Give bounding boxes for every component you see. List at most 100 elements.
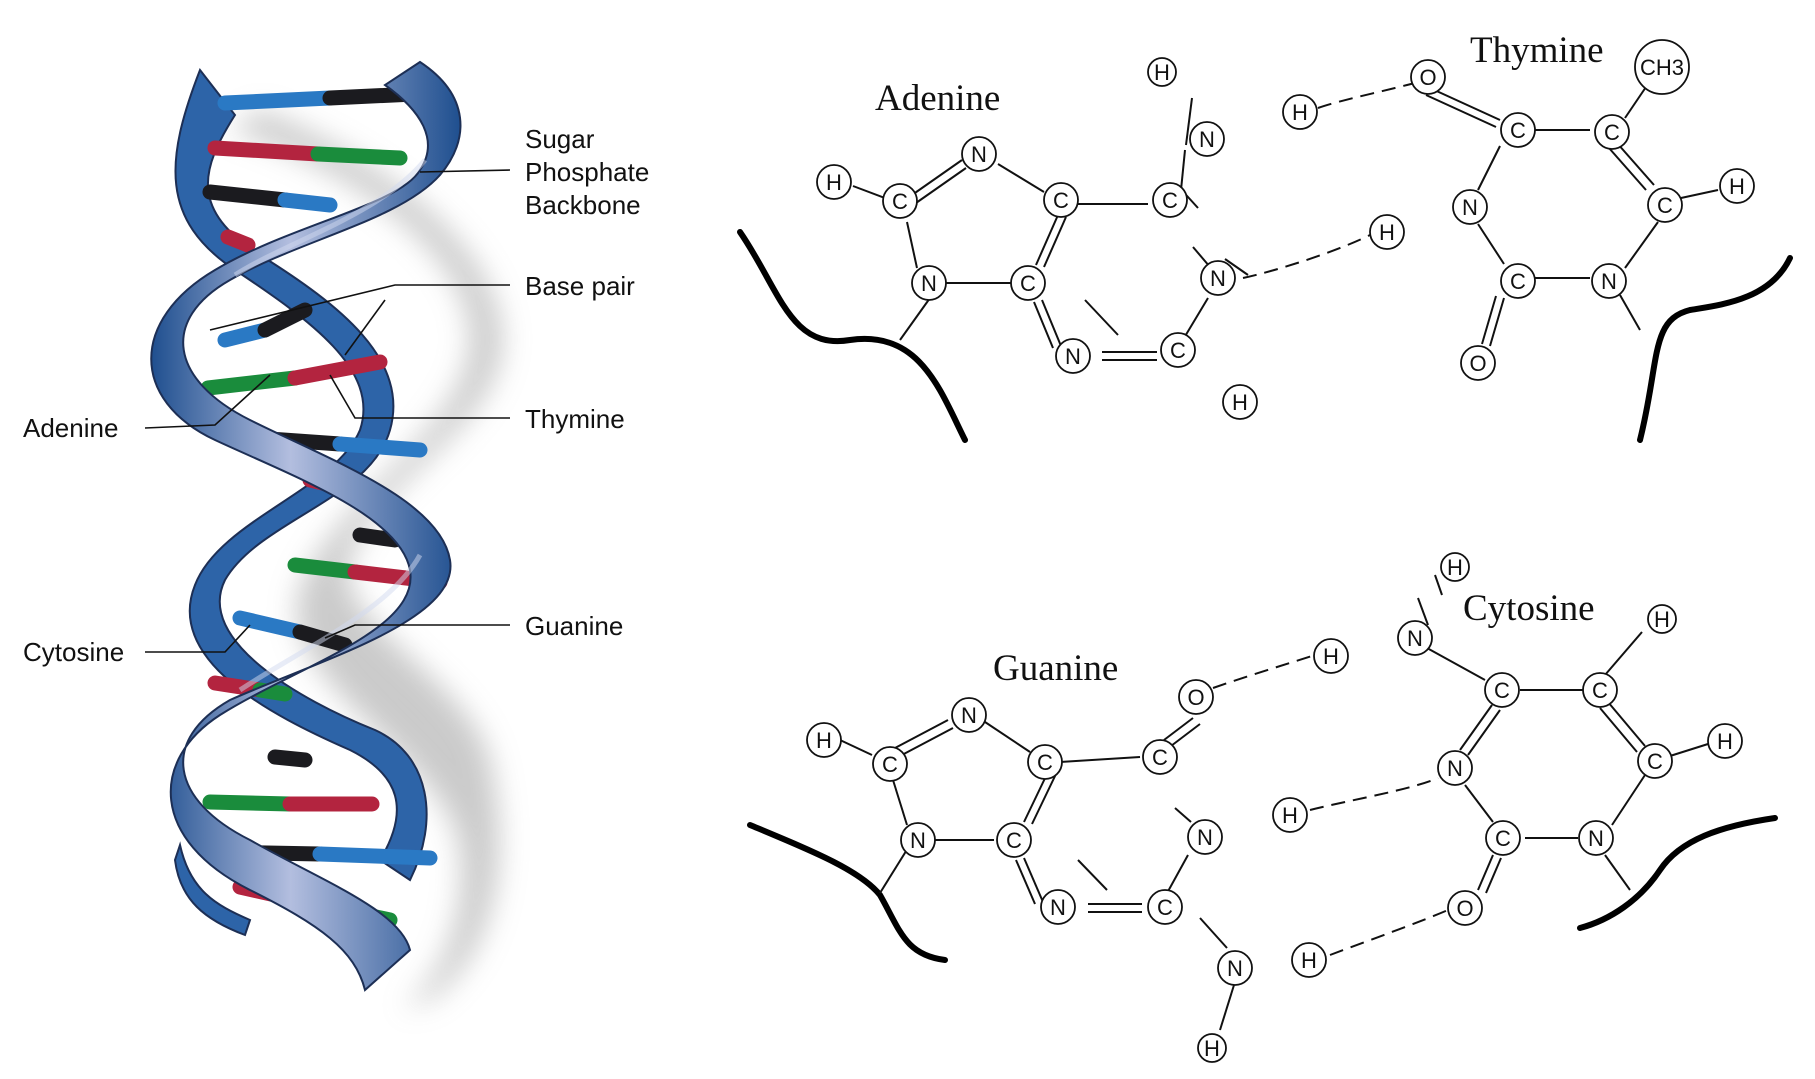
svg-text:C: C: [1053, 188, 1069, 213]
svg-text:C: C: [1157, 895, 1173, 920]
atom: C: [1485, 820, 1521, 856]
base-pair-7b: [332, 436, 428, 458]
svg-text:C: C: [1657, 193, 1673, 218]
svg-text:N: N: [921, 271, 937, 296]
atom: N: [1578, 820, 1614, 856]
atom: C: [1010, 265, 1046, 301]
atom: N: [1217, 950, 1253, 986]
label-base-pair: Base pair: [525, 271, 635, 301]
base-pair-2a: [207, 140, 326, 162]
atom: N: [1397, 620, 1433, 656]
label-thymine: Thymine: [525, 404, 625, 434]
svg-text:O: O: [1456, 896, 1473, 921]
svg-text:C: C: [1162, 188, 1178, 213]
at-hbond-1: [1317, 81, 1419, 109]
svg-text:N: N: [1462, 195, 1478, 220]
atom: H: [1272, 797, 1308, 833]
atom: C: [1582, 672, 1618, 708]
at-atoms: H N H O C C H C N C C N C N H N C N C C …: [816, 39, 1755, 420]
at-bonds: [852, 83, 1719, 361]
helix-shadow: [230, 110, 502, 1010]
label-backbone-3: Backbone: [525, 190, 641, 220]
atom: O: [1447, 890, 1483, 926]
atom: N: [1055, 338, 1091, 374]
svg-text:C: C: [1037, 750, 1053, 775]
leader-lines: [144, 169, 511, 653]
base-pair-6b: [287, 354, 388, 386]
svg-text:H: H: [1204, 1036, 1220, 1061]
gc-hbond-1: [1212, 654, 1316, 689]
svg-text:N: N: [1601, 269, 1617, 294]
svg-text:O: O: [1469, 351, 1486, 376]
atom: C: [1500, 263, 1536, 299]
atom: N: [1040, 889, 1076, 925]
atom: N: [900, 822, 936, 858]
svg-text:H: H: [1379, 220, 1395, 245]
atom: H: [1222, 384, 1258, 420]
svg-text:H: H: [1154, 60, 1170, 85]
base-pair-9: [352, 527, 403, 548]
atom: N: [1187, 819, 1223, 855]
atom: C: [1147, 889, 1183, 925]
gc-right-backbone: [1577, 815, 1778, 931]
svg-text:N: N: [1199, 127, 1215, 152]
atom: H: [816, 164, 852, 200]
at-base-pair: Adenine Thymine: [737, 30, 1793, 443]
atom: N: [961, 136, 997, 172]
atom: C: [1043, 182, 1079, 218]
svg-text:H: H: [1654, 607, 1670, 632]
guanine-title: Guanine: [993, 648, 1118, 689]
atom: C: [1027, 744, 1063, 780]
label-backbone-1: Sugar: [525, 124, 595, 154]
svg-text:H: H: [1292, 100, 1308, 125]
svg-text:N: N: [1210, 266, 1226, 291]
atom: H: [1369, 214, 1405, 250]
svg-text:H: H: [1447, 555, 1463, 580]
base-pair-4: [220, 229, 256, 253]
svg-text:N: N: [1065, 344, 1081, 369]
svg-text:C: C: [1604, 120, 1620, 145]
gc-hbond-3: [1329, 909, 1449, 956]
base-pair-12a: [207, 675, 268, 698]
front-strand-sheen: [233, 158, 427, 693]
label-backbone-2: Phosphate: [525, 157, 649, 187]
svg-text:H: H: [826, 170, 842, 195]
atom: N: [1200, 260, 1236, 296]
label-adenine: Adenine: [23, 413, 118, 443]
at-right-backbone: [1637, 255, 1793, 443]
svg-text:CH3: CH3: [1640, 55, 1684, 80]
svg-text:N: N: [910, 828, 926, 853]
atom: H: [1282, 94, 1318, 130]
atom: H: [1440, 552, 1470, 582]
atom: H: [1647, 604, 1677, 634]
gc-atoms: H H N H N C C H O C C C C N N H H H N C …: [806, 552, 1743, 1063]
atom: O: [1178, 679, 1214, 715]
at-hbond-2: [1242, 234, 1371, 279]
svg-text:C: C: [892, 189, 908, 214]
at-left-backbone: [737, 229, 968, 443]
atom: H: [1707, 723, 1743, 759]
front-strand: [150, 60, 462, 992]
svg-text:C: C: [882, 752, 898, 777]
base-pair-3a: [202, 184, 293, 208]
gc-base-pair: Guanine Cytosine: [747, 552, 1778, 1063]
atom: H: [1147, 57, 1177, 87]
svg-text:H: H: [1282, 803, 1298, 828]
base-pair-15b: [312, 846, 438, 866]
atom: H: [1291, 942, 1327, 978]
cytosine-title: Cytosine: [1463, 588, 1595, 629]
atom: H: [1197, 1033, 1227, 1063]
atom: C: [872, 746, 908, 782]
base-pair-6a: [200, 370, 303, 396]
atom: C: [1152, 182, 1188, 218]
svg-text:C: C: [1170, 338, 1186, 363]
gc-bonds: [839, 574, 1709, 1031]
svg-text:N: N: [971, 142, 987, 167]
leader-base-pair-a: [209, 284, 510, 331]
base-pair-14a: [202, 794, 298, 812]
svg-text:N: N: [1197, 825, 1213, 850]
base-pair-5b: [257, 302, 313, 338]
svg-text:H: H: [1232, 390, 1248, 415]
atom: C: [996, 822, 1032, 858]
